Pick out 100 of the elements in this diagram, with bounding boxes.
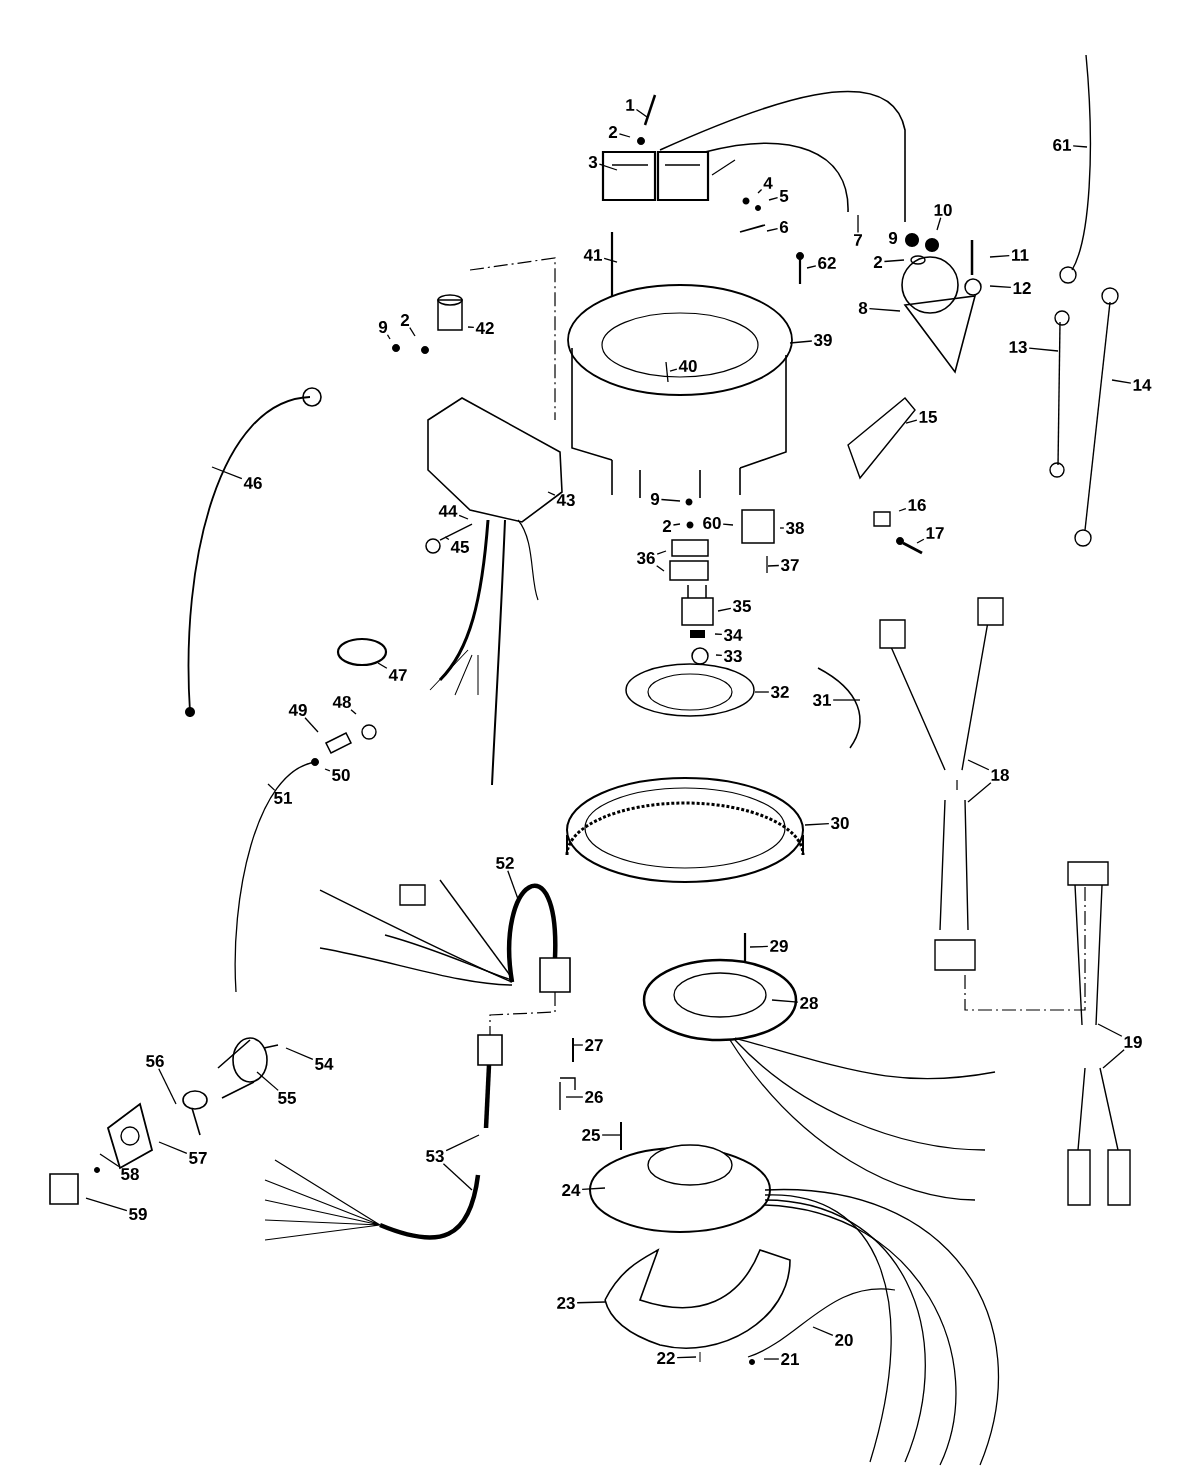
leader-line	[672, 523, 681, 526]
callout-number: 20	[835, 1334, 853, 1347]
callout-number: 29	[770, 940, 788, 953]
leader-line	[598, 163, 618, 171]
leader-line	[883, 259, 905, 263]
callout-number: 33	[723, 649, 742, 663]
leader-line	[763, 1358, 780, 1360]
callout-number: 45	[450, 541, 469, 553]
callout-number: 56	[146, 1055, 164, 1068]
callout-number: 30	[830, 817, 849, 830]
callout-number: 32	[770, 685, 789, 699]
leader-line	[565, 1096, 584, 1098]
callout-number: 31	[812, 693, 831, 707]
callout-number: 26	[585, 1091, 603, 1104]
leader-line	[676, 1356, 697, 1359]
callout-number: 14	[1133, 379, 1152, 391]
callout-number: 48	[332, 696, 351, 709]
callout-number: 44	[438, 505, 458, 517]
callout-number: 39	[813, 333, 832, 347]
callout-number: 51	[274, 792, 292, 804]
leader-line	[767, 564, 780, 567]
leader-line	[714, 633, 723, 636]
leader-line	[547, 491, 556, 496]
callout-number: 25	[582, 1129, 600, 1142]
callout-number: 7	[854, 234, 862, 246]
leader-line	[857, 214, 859, 234]
callout-number: 12	[1013, 282, 1031, 294]
leader-line	[779, 527, 785, 529]
callout-number: 5	[779, 190, 789, 202]
callout-number: 61	[1053, 139, 1071, 152]
leader-line	[158, 1068, 177, 1105]
leader-line	[386, 334, 391, 340]
callout-number: 2	[400, 314, 410, 326]
leader-line	[85, 1197, 128, 1212]
callout-number: 21	[781, 1353, 799, 1365]
leader-line	[442, 1163, 473, 1191]
leader-line	[656, 565, 665, 572]
leader-line	[618, 133, 631, 138]
leader-line	[754, 691, 770, 693]
leader-line	[789, 340, 813, 344]
leader-line	[656, 550, 667, 555]
leader-line	[467, 326, 475, 328]
leader-line	[916, 538, 925, 544]
callout-number: 24	[562, 1184, 581, 1196]
callout-number: 28	[800, 997, 818, 1010]
leader-line	[444, 536, 450, 541]
leader-line	[832, 699, 861, 701]
leader-line	[581, 1187, 606, 1190]
leader-line	[285, 1047, 314, 1060]
leader-line	[989, 255, 1010, 258]
callout-number: 27	[585, 1039, 603, 1051]
leader-line	[717, 607, 732, 612]
leader-line	[1072, 145, 1088, 148]
callout-number: 10	[934, 204, 952, 217]
callout-number: 60	[703, 517, 721, 530]
callout-number: 22	[657, 1352, 675, 1364]
leader-line	[324, 768, 331, 772]
leader-line	[445, 1134, 480, 1152]
callout-number: 4	[763, 177, 773, 189]
callout-number: 9	[378, 321, 388, 334]
callout-number: 58	[121, 1168, 139, 1181]
callout-number: 11	[1012, 249, 1029, 261]
callout-number: 59	[129, 1208, 147, 1221]
callout-number: 57	[189, 1152, 207, 1164]
leader-line	[868, 307, 901, 312]
callout-number: 52	[496, 857, 514, 870]
callout-number: 54	[315, 1058, 334, 1070]
leader-line	[1097, 1023, 1123, 1037]
leader-line	[804, 823, 830, 826]
leader-line	[572, 1044, 584, 1046]
leader-line	[936, 217, 942, 231]
leader-line	[576, 1301, 606, 1304]
leader-line	[99, 1153, 120, 1168]
leader-line	[757, 188, 763, 194]
leader-line	[267, 783, 276, 792]
leader-line	[377, 662, 388, 669]
callout-number: 35	[732, 599, 751, 613]
leader-line	[768, 197, 779, 201]
callout-number: 2	[873, 256, 883, 268]
callout-number: 49	[288, 704, 307, 717]
leader-line	[350, 709, 357, 715]
callout-number: 40	[678, 360, 697, 373]
leader-line	[1028, 347, 1059, 352]
callout-number: 55	[278, 1092, 296, 1104]
callout-number: 6	[779, 221, 789, 234]
callout-number: 15	[919, 411, 937, 423]
callout-number: 36	[636, 551, 655, 565]
leader-line	[458, 514, 469, 520]
callout-number: 9	[888, 232, 898, 245]
callout-number: 23	[557, 1297, 575, 1310]
callout-number: 13	[1009, 340, 1027, 354]
leader-line	[766, 227, 779, 232]
callout-number: 46	[243, 477, 262, 490]
leader-line	[256, 1071, 279, 1092]
callout-number: 18	[991, 769, 1009, 782]
leader-line	[967, 759, 990, 771]
leader-line	[603, 257, 618, 263]
leader-line	[722, 523, 734, 526]
leader-line	[507, 870, 519, 900]
leader-line	[749, 945, 769, 948]
